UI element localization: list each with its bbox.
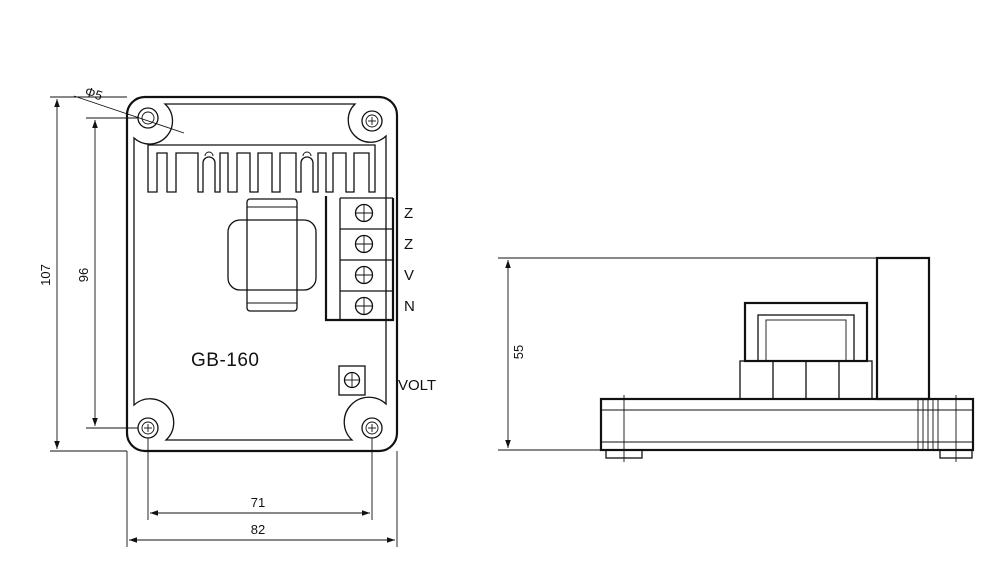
fin-clip-left — [204, 151, 214, 157]
terminal-screw — [354, 203, 374, 223]
terminal-block-side — [875, 256, 931, 401]
volt-label: VOLT — [398, 377, 436, 394]
dimension-71: 71 — [251, 495, 265, 510]
dimension-96: 96 — [76, 268, 91, 282]
front-view: Z Z V N GB-160 VOLT Φ5 107 96 71 — [38, 84, 436, 547]
dimension-55: 55 — [511, 345, 526, 359]
mounting-hole-top-left — [137, 107, 159, 129]
fin-clip-right — [302, 151, 312, 157]
terminal-label: V — [404, 267, 414, 284]
transformer-front — [227, 198, 317, 312]
transformer-side — [739, 301, 873, 400]
terminal-block — [324, 196, 395, 322]
terminal-screw — [354, 265, 374, 285]
terminal-label: N — [404, 298, 415, 315]
terminal-label: Z — [404, 205, 413, 222]
mounting-hole-top-right — [361, 110, 383, 132]
hole-diameter-label: Φ5 — [83, 84, 104, 104]
mounting-hole-bottom-left — [137, 417, 159, 439]
volt-potentiometer — [338, 365, 366, 396]
model-name: GB-160 — [191, 350, 259, 371]
terminal-screw — [354, 296, 374, 316]
terminal-label: Z — [404, 236, 413, 253]
hole-leader — [73, 95, 185, 134]
mounting-hole-bottom-right — [361, 417, 383, 439]
terminal-screw — [354, 234, 374, 254]
dimension-107: 107 — [38, 264, 53, 286]
outer-plate — [125, 95, 399, 453]
inner-board — [133, 103, 387, 441]
side-view: 55 — [498, 256, 975, 462]
dimension-82: 82 — [251, 522, 265, 537]
heatsink-fins — [147, 144, 376, 193]
